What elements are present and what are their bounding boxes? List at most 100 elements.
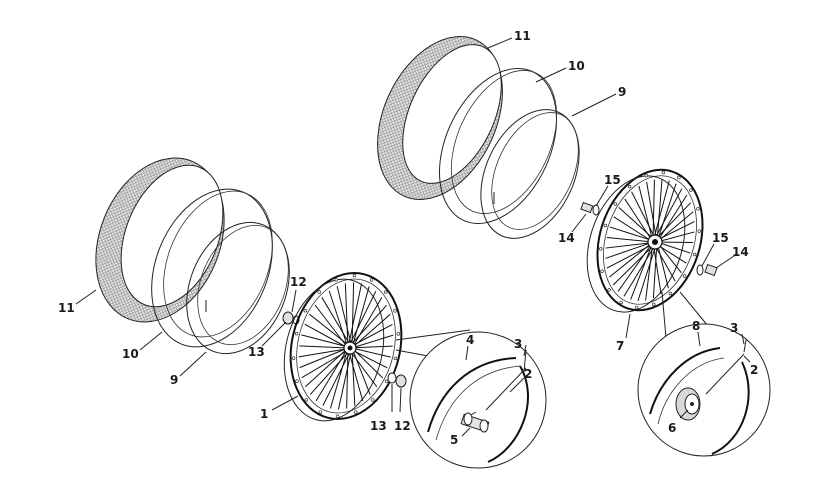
spoke: [351, 347, 383, 379]
spoke: [652, 202, 692, 243]
spoke: [315, 347, 349, 402]
spoke: [656, 183, 677, 243]
rim-hole: [383, 290, 388, 294]
spoke: [351, 347, 371, 395]
spoke: [347, 283, 363, 349]
rear-tube-9: [186, 221, 290, 355]
leader-lines: [75, 37, 751, 437]
spoke: [346, 347, 349, 409]
spoke: [351, 286, 370, 349]
rim-hole: [335, 414, 340, 419]
callout-13-rear-left: 13: [248, 345, 265, 359]
callout-12-rear-right: 12: [394, 419, 411, 433]
spoke: [322, 347, 353, 406]
callout-3-front: 3: [730, 321, 738, 335]
spoke: [351, 334, 394, 349]
rim-hole: [294, 331, 299, 336]
front-axle-bolt-right-14-15: [696, 263, 718, 277]
rear-liner-10: [151, 188, 273, 348]
spoke: [606, 236, 654, 243]
rim-hole: [603, 223, 608, 228]
spoke: [605, 241, 654, 259]
spoke: [351, 297, 383, 349]
front-wheel-7: [586, 168, 704, 313]
callout-2-rear: 2: [524, 367, 532, 381]
rim-hole: [607, 288, 611, 292]
rim-hole: [613, 202, 618, 206]
front-axle-bolt-14-15: [580, 201, 600, 216]
callout-9-rear: 9: [170, 373, 178, 387]
callout-10-front: 10: [568, 59, 585, 73]
rim-hole: [303, 308, 308, 313]
rim-hole: [384, 379, 389, 384]
spoke: [347, 290, 377, 349]
rim-hole: [393, 356, 398, 361]
spoke: [304, 323, 349, 349]
spoke: [617, 241, 654, 292]
spoke: [328, 290, 349, 349]
spoke: [606, 241, 658, 269]
rim-hole: [696, 206, 700, 211]
spoke: [321, 297, 353, 349]
spoke: [638, 185, 654, 243]
rim-hole: [634, 305, 639, 310]
rear-nut-12-13: [387, 372, 407, 388]
rim-hole: [396, 332, 401, 336]
rim-hole: [598, 247, 603, 251]
spoke: [351, 347, 391, 358]
callout-14-front-right: 14: [732, 245, 749, 259]
rim-hole: [627, 184, 632, 189]
spoke: [652, 241, 658, 299]
rim-hole: [393, 309, 397, 313]
callout-13-rear-right: 13: [370, 419, 387, 433]
spoke: [652, 179, 655, 243]
spoke: [656, 241, 669, 289]
spoke: [613, 216, 654, 243]
rear-tire-11: [95, 157, 225, 323]
rim-hole: [352, 273, 357, 278]
callout-2-front: 2: [750, 363, 758, 377]
rear-hub-axle-5: [460, 412, 490, 433]
callout-15-front-right: 15: [712, 231, 729, 245]
rim-hole: [317, 290, 321, 294]
callout-10-rear: 10: [122, 347, 139, 361]
spoke: [637, 241, 658, 302]
callout-3-rear: 3: [514, 337, 522, 351]
front-hub-motor-6: [675, 387, 701, 421]
spoke: [344, 283, 349, 349]
rim-hole: [304, 398, 309, 402]
spoke: [645, 241, 654, 301]
spoke: [314, 304, 349, 349]
rim-hole: [291, 356, 296, 360]
spoke: [309, 347, 353, 395]
callout-5: 5: [450, 433, 458, 447]
spoke: [329, 347, 349, 409]
rim-hole: [689, 188, 693, 192]
front-tube-9: [480, 109, 580, 239]
rear-hub-detail: [395, 329, 547, 469]
callout-4: 4: [466, 333, 474, 347]
front-tire-11: [377, 36, 503, 200]
callout-15-front-left: 15: [604, 173, 621, 187]
spoke: [612, 241, 658, 286]
spoke: [309, 313, 353, 349]
callout-1: 1: [260, 407, 268, 421]
callout-12-rear-left: 12: [290, 275, 307, 289]
rim-hole: [295, 379, 299, 383]
spoke: [656, 241, 691, 254]
callout-6: 6: [668, 421, 676, 435]
spoke: [299, 347, 349, 369]
rim-hole: [697, 229, 702, 233]
spoke: [656, 179, 663, 243]
spoke: [347, 323, 393, 349]
spoke: [623, 241, 658, 297]
rim-hole: [668, 291, 673, 296]
spoke: [652, 180, 670, 243]
spoke: [351, 347, 356, 406]
spoke: [299, 345, 349, 349]
rim-hole: [682, 274, 687, 278]
rim-hole: [644, 173, 649, 178]
spoke: [351, 282, 355, 349]
callout-11-rear: 11: [58, 301, 75, 315]
